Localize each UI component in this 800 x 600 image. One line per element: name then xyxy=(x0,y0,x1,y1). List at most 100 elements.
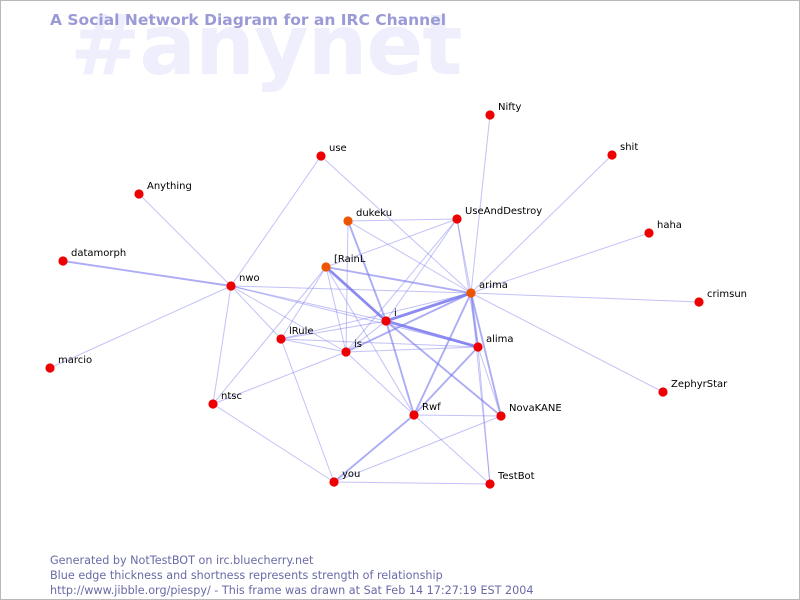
edge-arima-testbot xyxy=(470,292,491,485)
footer: Generated by NotTestBOT on irc.bluecherr… xyxy=(50,553,533,598)
edge-ntsc-you xyxy=(212,403,335,483)
node-label-marcio: marcio xyxy=(58,355,92,366)
edge-shit-arima xyxy=(470,154,613,294)
node-label-rwf: Rwf xyxy=(422,402,441,413)
node-alima xyxy=(473,342,483,352)
edge-dukeku-i xyxy=(347,220,387,322)
node-label-arima: arima xyxy=(479,280,508,291)
node-label-use: use xyxy=(329,143,347,154)
node-ntsc xyxy=(208,399,218,409)
edge-useanddestroy-i xyxy=(385,218,458,322)
edge-rainl-i xyxy=(324,265,388,323)
node-use xyxy=(316,151,326,161)
edge-you-testbot xyxy=(333,481,491,485)
edge-is-alima xyxy=(345,346,479,353)
edge-anything-nwo xyxy=(138,193,232,287)
edge-datamorph-nwo xyxy=(62,260,232,287)
node-label-is: is xyxy=(354,339,362,350)
edge-rainl-is xyxy=(325,266,347,353)
edge-arima-i xyxy=(384,291,473,323)
edge-rainl-ntsc xyxy=(212,266,327,405)
node-is xyxy=(341,347,351,357)
node-shit xyxy=(607,150,617,160)
edge-rwf-you xyxy=(333,414,415,483)
node-label-crimsun: crimsun xyxy=(707,289,747,300)
edge-crimsun-arima xyxy=(470,292,700,303)
edge-i-novakane xyxy=(385,320,502,417)
edge-i-rwf xyxy=(385,320,415,416)
node-label-nifty: Nifty xyxy=(498,102,522,113)
node-novakane xyxy=(496,411,506,421)
edge-is-ntsc xyxy=(212,351,347,405)
edge-irule-is xyxy=(280,338,347,353)
edge-arima-is xyxy=(345,292,472,353)
node-label-testbot: TestBot xyxy=(497,471,535,482)
node-label-dukeku: dukeku xyxy=(356,208,392,219)
edge-alima-novakane xyxy=(477,346,502,417)
node-dukeku xyxy=(343,216,353,226)
edge-nwo-arima xyxy=(230,285,472,294)
edge-irule-you xyxy=(280,338,335,483)
node-label-datamorph: datamorph xyxy=(71,248,126,259)
node-rwf xyxy=(409,410,419,420)
node-arima xyxy=(466,288,476,298)
node-haha xyxy=(644,228,654,238)
node-label-i: i xyxy=(394,308,397,319)
edge-nwo-ntsc xyxy=(212,285,232,405)
edge-i-alima xyxy=(384,319,480,349)
node-label-you: you xyxy=(342,469,360,480)
node-nifty xyxy=(485,110,495,120)
edge-haha-arima xyxy=(470,232,650,294)
nodes-layer xyxy=(45,110,704,489)
node-nwo xyxy=(226,281,236,291)
node-rainl xyxy=(321,262,331,272)
edge-arima-rwf xyxy=(413,292,472,416)
diagram-title: A Social Network Diagram for an IRC Chan… xyxy=(50,11,447,29)
node-anything xyxy=(134,189,144,199)
node-crimsun xyxy=(694,297,704,307)
edge-useanddestroy-rainl xyxy=(325,218,458,268)
node-irule xyxy=(276,334,286,344)
edge-nwo-alima xyxy=(230,285,479,348)
edge-zephyrstar-arima xyxy=(470,292,664,393)
footer-legend-note: Blue edge thickness and shortness repres… xyxy=(50,569,443,582)
node-testbot xyxy=(485,479,495,489)
edge-nwo-is xyxy=(230,285,347,353)
edge-marcio-nwo xyxy=(49,285,232,369)
edge-rainl-arima xyxy=(325,266,472,294)
node-datamorph xyxy=(58,256,68,266)
node-label-nwo: nwo xyxy=(239,273,260,284)
node-label-anything: Anything xyxy=(147,181,192,192)
node-useanddestroy xyxy=(452,214,462,224)
edge-is-rwf xyxy=(345,351,415,416)
edge-useanddestroy-arima xyxy=(456,218,472,294)
edge-arima-alima xyxy=(470,292,479,348)
edge-alima-testbot xyxy=(477,346,491,485)
node-label-rainl: [RainL xyxy=(334,254,366,265)
node-i xyxy=(381,316,391,326)
node-label-alima: alima xyxy=(486,334,514,345)
node-marcio xyxy=(45,363,55,373)
edge-rwf-testbot xyxy=(413,414,491,485)
node-label-novakane: NovaKANE xyxy=(509,403,562,414)
edge-rainl-irule xyxy=(280,266,327,340)
footer-url-timestamp: http://www.jibble.org/piespy/ - This fra… xyxy=(50,584,534,597)
edge-useanddestroy-is xyxy=(345,218,458,353)
edge-novakane-you xyxy=(333,415,502,483)
footer-generated-by: Generated by NotTestBOT on irc.bluecherr… xyxy=(50,554,314,567)
node-you xyxy=(329,477,339,487)
edge-use-arima xyxy=(320,155,472,294)
edge-use-nwo xyxy=(230,155,322,287)
edge-irule-alima xyxy=(280,338,479,348)
node-label-irule: lRule xyxy=(289,326,314,337)
node-label-zephyrstar: ZephyrStar xyxy=(671,379,728,390)
edge-nwo-i xyxy=(230,285,387,322)
edge-nifty-arima xyxy=(470,114,491,294)
channel-watermark: #anynet xyxy=(70,0,463,94)
edge-dukeku-arima xyxy=(347,220,472,294)
edge-i-irule xyxy=(280,320,387,340)
node-label-useanddestroy: UseAndDestroy xyxy=(465,206,542,217)
edge-arima-novakane xyxy=(470,292,502,417)
